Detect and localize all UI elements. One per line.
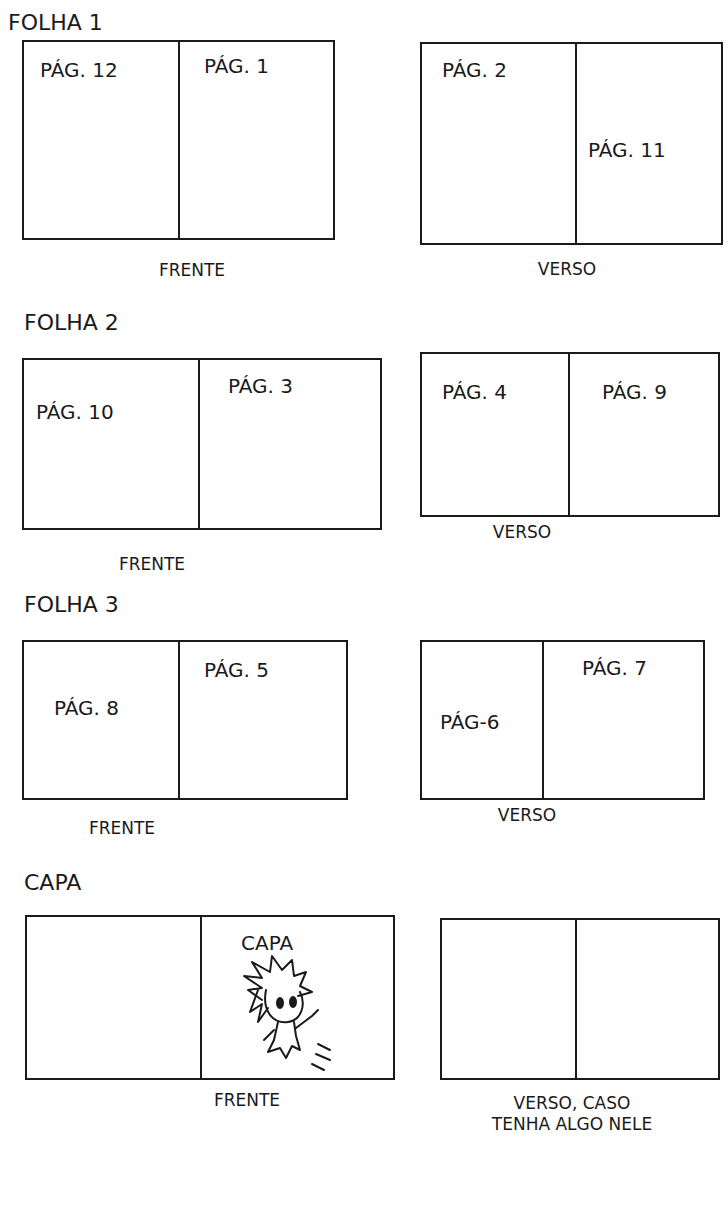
sheet-face: FRENTEPÁG. 12PÁG. 1	[22, 40, 335, 240]
fold-line	[568, 354, 570, 515]
face-label: VERSO	[498, 805, 556, 826]
page-number: PÁG. 2	[442, 58, 507, 82]
sheet-face: VERSOPÁG-6PÁG. 7	[420, 640, 705, 800]
page-panel: PÁG. 1	[200, 50, 273, 82]
fold-line	[178, 42, 180, 238]
sheet-face: FRENTECAPA	[25, 915, 395, 1080]
page-panel: PÁG. 3	[224, 370, 297, 402]
fold-line	[542, 642, 544, 798]
page-panel: PÁG. 12	[36, 54, 122, 86]
page-number: PÁG. 1	[204, 54, 269, 78]
sheet-face: FRENTEPÁG. 10PÁG. 3	[22, 358, 382, 530]
page-number: PÁG. 12	[40, 58, 118, 82]
face-label: VERSO, CASO TENHA ALGO NELE	[482, 1093, 662, 1136]
page-panel: PÁG. 7	[578, 652, 651, 684]
sheet-face: VERSOPÁG. 2PÁG. 11	[420, 42, 723, 245]
sheet-face: VERSO, CASO TENHA ALGO NELE	[440, 918, 720, 1080]
sheet-face: FRENTEPÁG. 8PÁG. 5	[22, 640, 348, 800]
fold-line	[575, 44, 577, 243]
page-number: PÁG. 5	[204, 658, 269, 682]
page-number: PÁG. 11	[588, 138, 666, 162]
page-panel: PÁG-6	[436, 706, 504, 738]
page-panel: PÁG. 9	[598, 376, 671, 408]
face-label: FRENTE	[214, 1090, 280, 1111]
fold-line	[200, 917, 202, 1078]
page-number: PÁG. 9	[602, 380, 667, 404]
page-number: PÁG. 10	[36, 400, 114, 424]
page-number: CAPA	[241, 931, 293, 955]
face-label: VERSO	[538, 259, 596, 280]
page-panel: PÁG. 8	[50, 692, 123, 724]
page-panel: PÁG. 10	[32, 396, 118, 428]
page-number: PÁG. 8	[54, 696, 119, 720]
fold-line	[575, 920, 577, 1078]
sheet-title: FOLHA 2	[24, 310, 119, 335]
face-label: FRENTE	[159, 260, 225, 281]
sheet-title: CAPA	[24, 870, 81, 895]
page-panel: PÁG. 2	[438, 54, 511, 86]
sheet-title: FOLHA 3	[24, 592, 119, 617]
page-number: PÁG. 3	[228, 374, 293, 398]
page-number: PÁG. 7	[582, 656, 647, 680]
page-panel: PÁG. 11	[584, 134, 670, 166]
page-panel: PÁG. 4	[438, 376, 511, 408]
fold-line	[178, 642, 180, 798]
sheet-title: FOLHA 1	[8, 10, 103, 35]
page-panel: CAPA	[237, 927, 297, 959]
page-panel: PÁG. 5	[200, 654, 273, 686]
page-number: PÁG-6	[440, 710, 500, 734]
face-label: FRENTE	[89, 818, 155, 839]
face-label: VERSO	[493, 522, 551, 543]
page-number: PÁG. 4	[442, 380, 507, 404]
face-label: FRENTE	[119, 554, 185, 575]
sheet-face: VERSOPÁG. 4PÁG. 9	[420, 352, 720, 517]
fold-line	[198, 360, 200, 528]
